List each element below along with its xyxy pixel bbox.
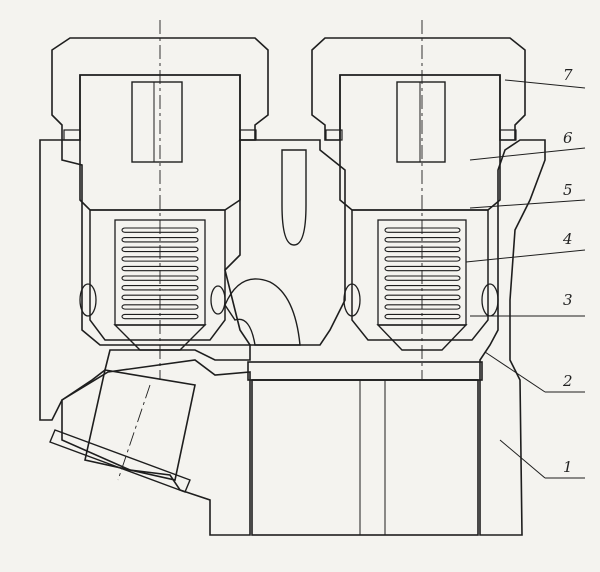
callout-5: 5 bbox=[563, 181, 573, 199]
outlet-bore bbox=[251, 379, 479, 536]
body-right-wall bbox=[479, 139, 546, 536]
right-spring-assembly bbox=[343, 209, 499, 351]
callout-3: 3 bbox=[563, 291, 573, 309]
inlet-passage bbox=[224, 278, 301, 346]
callout-4: 4 bbox=[562, 230, 573, 248]
left-spring-assembly bbox=[79, 209, 226, 351]
callout-2: 2 bbox=[562, 372, 573, 390]
spring-coil bbox=[384, 313, 461, 320]
spring-coil bbox=[384, 227, 461, 233]
right-side-port-right bbox=[481, 283, 499, 317]
valve-body bbox=[39, 139, 546, 536]
center-slot bbox=[281, 149, 307, 246]
right-piston-slot bbox=[396, 81, 446, 163]
right-valve-disc bbox=[376, 324, 468, 351]
right-cap-shell bbox=[311, 37, 526, 141]
left-cap-seal-right bbox=[239, 129, 257, 141]
spring-coil bbox=[384, 304, 461, 310]
spring-coil bbox=[384, 275, 461, 281]
right-spring-coils bbox=[384, 227, 461, 320]
right-cap-seal bbox=[325, 129, 343, 141]
left-guide-sleeve bbox=[89, 209, 226, 341]
spring-coil bbox=[384, 256, 461, 262]
body-center-rib bbox=[224, 139, 346, 346]
callout-6: 6 bbox=[563, 129, 573, 147]
spring-coil bbox=[384, 246, 461, 253]
spring-coil bbox=[384, 294, 461, 301]
left-cap-seal bbox=[63, 129, 81, 141]
right-valve-cap bbox=[311, 37, 526, 211]
left-valve-disc bbox=[113, 324, 207, 351]
callouts: 1 2 3 4 5 6 7 bbox=[465, 66, 586, 479]
body-left-wall bbox=[39, 139, 251, 421]
body-lower-left bbox=[61, 359, 251, 536]
left-piston-slot bbox=[131, 81, 183, 163]
callout-1: 1 bbox=[563, 458, 573, 476]
right-cap-seal-right bbox=[499, 129, 517, 141]
callout-7: 7 bbox=[563, 66, 573, 84]
right-guide-sleeve bbox=[351, 209, 489, 341]
right-side-port bbox=[343, 283, 361, 317]
inclined-fitting-flange bbox=[49, 429, 191, 493]
left-side-port bbox=[79, 283, 97, 317]
left-side-port-right bbox=[210, 285, 226, 315]
center-lines bbox=[117, 20, 423, 481]
spring-coil bbox=[121, 237, 199, 243]
seat-plate bbox=[247, 361, 483, 381]
inclined-fitting bbox=[84, 369, 196, 481]
spring-coil bbox=[384, 265, 461, 272]
spring-coil bbox=[384, 285, 461, 291]
spring-coil bbox=[384, 237, 461, 243]
